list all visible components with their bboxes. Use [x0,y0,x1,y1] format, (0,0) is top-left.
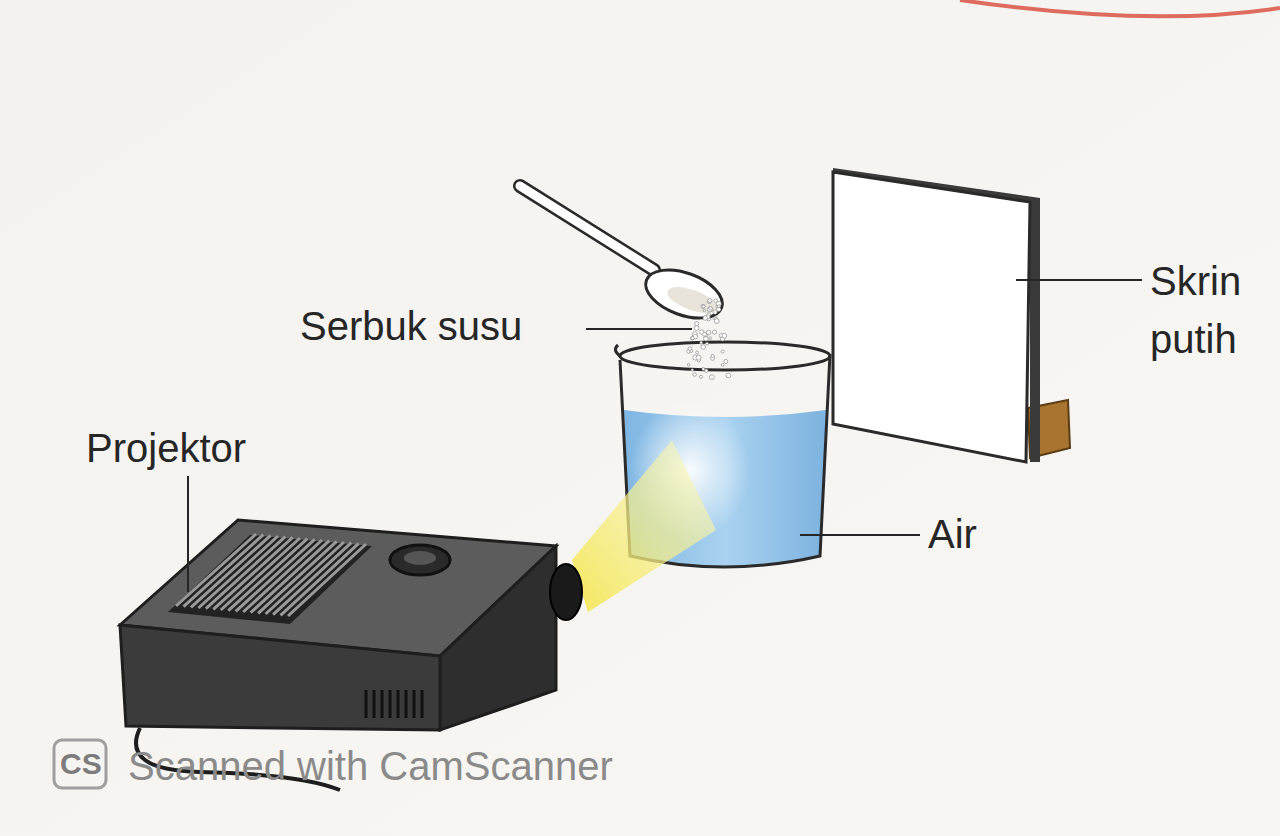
powder-grain [706,342,709,345]
slide-ridge [281,543,359,615]
leader-line [586,328,692,330]
powder-grain [696,355,701,360]
powder-grain [721,350,724,353]
vent-slot [421,690,424,718]
slide-ridge [273,543,351,615]
powder-grain [691,369,693,371]
vent-slot [381,690,384,718]
watermark-logo-text: CS [60,746,102,782]
powder-grain [695,322,699,326]
powder-grain [690,337,693,340]
powder-grain [703,316,708,321]
slide-slot [168,535,372,624]
powder-grain [709,375,714,380]
vent-slot [397,690,400,718]
white-screen [833,172,1030,462]
powder-grain [707,307,712,312]
leader-line [187,476,189,592]
powder-grain [703,336,708,341]
spoon-handle-outline [520,186,654,270]
screen-edge [833,168,1040,462]
powder-grain [702,305,705,308]
part-label: Air [928,510,977,558]
powder-grain [701,304,705,308]
powder-grain [714,319,719,324]
slide-ridge [243,540,322,612]
projector-end [440,546,556,730]
powder-grain [704,369,708,373]
page-edge-mark [960,0,1280,16]
watermark: Scanned with CamScanner [128,742,613,790]
slide-ridge [258,541,337,613]
powder-grain [712,330,716,334]
vent-slot [389,690,392,718]
powder-grain [703,309,705,311]
powder-grain [699,375,702,378]
spoon-bowl [639,261,729,328]
slide-carrier [176,534,366,616]
light-beam [572,440,716,612]
projector-front [120,625,440,730]
vent-slot [373,690,376,718]
powder-grain [688,347,692,351]
powder-grain [722,333,727,338]
focus-knob-top [404,551,436,565]
part-label: Skrin putih [1150,252,1262,368]
slide-ridge [288,544,366,616]
slide-ridge [251,541,330,613]
powder-grain [687,364,690,367]
projector-lens [550,564,582,620]
powder-grain [726,373,731,378]
powder-grain [709,337,712,340]
beaker-lip [615,345,620,356]
spoon-handle [520,186,654,270]
milk-powder-heap [664,282,720,319]
leader-line [1016,279,1142,281]
leader-line [800,534,920,536]
part-label: Projektor [86,424,246,472]
powder-grain [691,336,694,339]
powder-grain [717,307,721,311]
beaker-rim [620,342,830,370]
milk-powder [687,299,731,380]
powder-grain [706,330,710,334]
powder-grain [711,354,714,357]
powder-grain [696,351,699,354]
powder-grain [701,345,706,350]
powder-grain [693,373,697,377]
vent-slot [365,690,368,718]
powder-grain [694,326,699,331]
powder-grain [724,359,728,363]
watermark-logo [54,740,106,788]
powder-grain [700,341,703,344]
slide-ridge [266,542,344,614]
powder-grain [708,299,712,303]
powder-grain [702,332,706,336]
powder-grain [709,307,713,311]
projector-vents [366,690,422,718]
vent-slot [405,690,408,718]
vent-slot [413,690,416,718]
powder-grain [714,299,718,303]
part-label: Serbuk susu [300,302,522,350]
focus-knob [390,545,450,575]
powder-grain [721,363,724,366]
